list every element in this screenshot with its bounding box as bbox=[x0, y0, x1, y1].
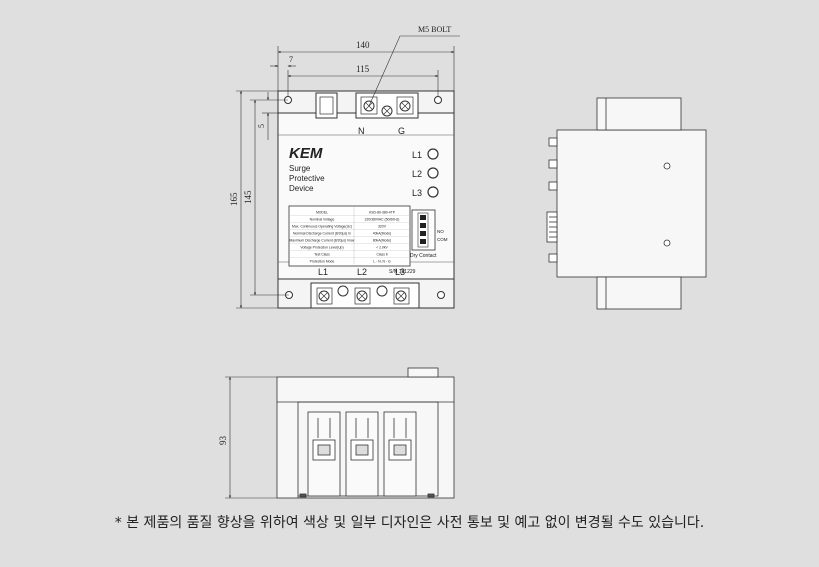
dim-height-inner: 145 bbox=[243, 190, 253, 204]
spec-table: MODEL KSD-80-380-4TP Nominal Voltage 220/38… bbox=[290, 211, 409, 264]
product-name-line-3: Device bbox=[289, 184, 314, 193]
terminal-label-g: G bbox=[398, 126, 405, 136]
spec-row-value: 220/380VAC (50/60Hz) bbox=[365, 218, 400, 222]
dim-height-total: 165 bbox=[229, 192, 239, 206]
dim-depth: 93 bbox=[218, 436, 228, 446]
spec-row-value: 80kA(Mode) bbox=[373, 239, 391, 243]
product-name-line-2: Protective bbox=[289, 174, 325, 183]
indicator-l1-lamp bbox=[427, 148, 439, 160]
brand-logo: KEM bbox=[289, 145, 323, 162]
side-view bbox=[546, 97, 707, 310]
terminal-label-l1: L1 bbox=[318, 267, 328, 277]
dim-width-total: 140 bbox=[356, 40, 370, 50]
dry-contact-label: Dry Contact bbox=[410, 253, 437, 259]
spec-row-label: Test Class bbox=[314, 253, 330, 257]
indicator-l3-lamp bbox=[427, 186, 439, 198]
indicator-label-l1: L1 bbox=[412, 150, 422, 160]
front-view: MODEL KSD-80-380-4TP Nominal Voltage 220/38… bbox=[277, 90, 455, 309]
terminal-label-l3: L3 bbox=[395, 267, 405, 277]
serial-number: S/N 181229 bbox=[389, 269, 416, 275]
spec-row-label: Nominal Voltage bbox=[310, 218, 335, 222]
terminal-label-n: N bbox=[358, 126, 365, 136]
spec-row-value: KSD-80-380-4TP bbox=[369, 211, 396, 215]
bottom-dimensions bbox=[225, 376, 277, 499]
product-name-line-1: Surge bbox=[289, 164, 311, 173]
contact-no-label: NO bbox=[437, 229, 444, 234]
spec-row-value: 40kA(Mode) bbox=[373, 232, 391, 236]
front-dimensions bbox=[236, 35, 460, 309]
dim-width-inner: 115 bbox=[356, 64, 370, 74]
spec-row-value: Class Ⅱ bbox=[376, 253, 387, 257]
contact-com-label: COM bbox=[437, 237, 448, 242]
spec-row-value: 320V bbox=[378, 225, 387, 229]
spec-row-label: Voltage Protection Level(Up) bbox=[300, 246, 343, 250]
spec-row-value: < 2.0kV bbox=[376, 246, 388, 250]
spec-table-box bbox=[288, 205, 411, 267]
spec-row-label: Protection Mode bbox=[310, 260, 335, 264]
footnote: * 본 제품의 품질 향상을 위하여 색상 및 일부 디자인은 사전 통보 및 … bbox=[114, 515, 705, 531]
dim-hole-offset: 7 bbox=[289, 55, 293, 64]
spec-row-label: MODEL bbox=[316, 211, 328, 215]
spec-row-label: Nominal Discharge Current (8/20μs) In bbox=[293, 232, 351, 236]
spec-row-value: L - N, N - G bbox=[373, 260, 391, 264]
spec-row-label: Max. Continuous Operating Voltage(Uc) bbox=[292, 225, 352, 229]
bottom-view bbox=[276, 367, 455, 499]
dim-margin-top: 5 bbox=[257, 124, 266, 128]
indicator-label-l2: L2 bbox=[412, 169, 422, 179]
dim-bolt-label: M5 BOLT bbox=[418, 25, 451, 34]
indicator-l2-lamp bbox=[427, 167, 439, 179]
indicator-label-l3: L3 bbox=[412, 188, 422, 198]
spec-row-label: Maximum Discharge Current (8/20μs) Imax bbox=[290, 239, 355, 243]
terminal-label-l2: L2 bbox=[357, 267, 367, 277]
